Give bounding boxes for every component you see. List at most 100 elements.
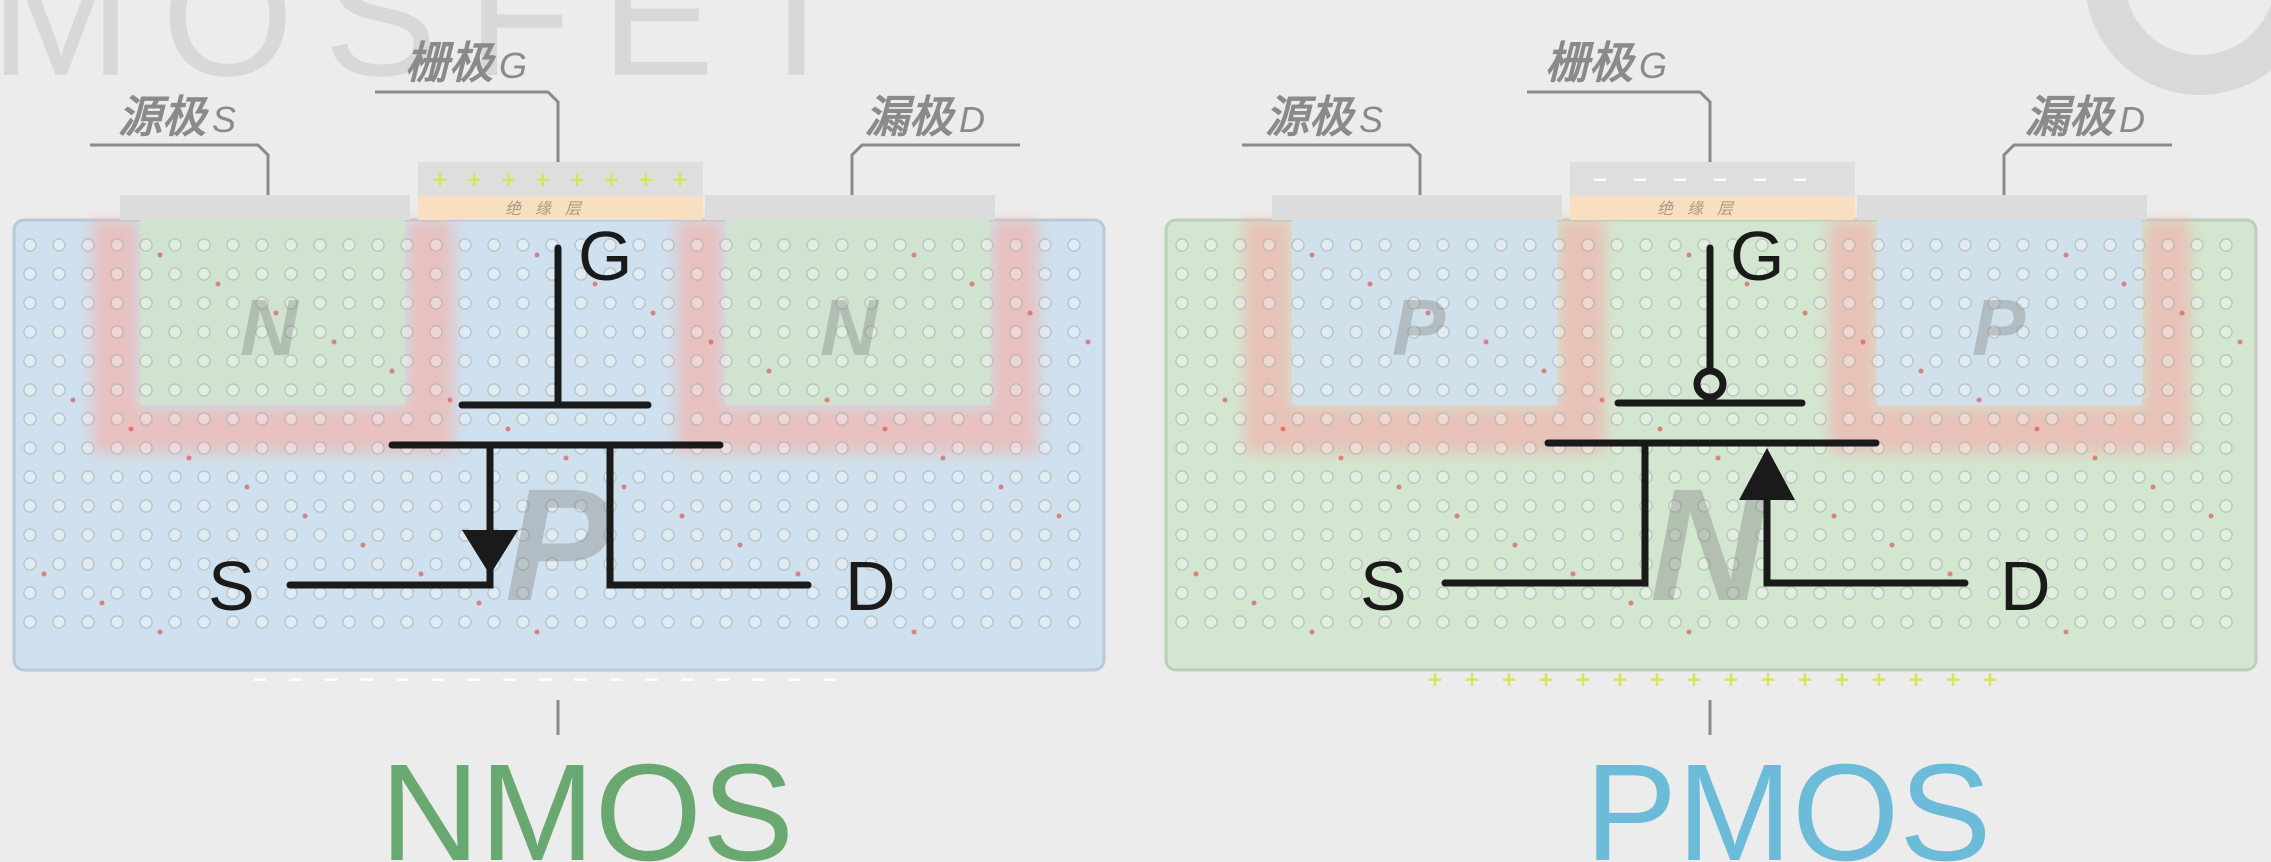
carrier-dot <box>1349 383 1363 397</box>
carrier-dot <box>1610 267 1624 281</box>
carrier-dot <box>429 267 443 281</box>
carrier-dot <box>2074 528 2088 542</box>
carrier-dot <box>1407 470 1421 484</box>
carrier-dot <box>1668 383 1682 397</box>
charge-sign: + <box>1686 667 1703 691</box>
carrier-dot <box>1842 499 1856 513</box>
carrier-dot <box>835 499 849 513</box>
carrier-dot <box>516 354 530 368</box>
carrier-dot <box>1871 470 1885 484</box>
carrier-dot <box>1407 441 1421 455</box>
carrier-dot <box>1697 528 1711 542</box>
carrier-dot <box>574 615 588 629</box>
carrier-dot <box>1378 441 1392 455</box>
pmos-source-leader <box>1242 143 1422 195</box>
carrier-dot <box>110 499 124 513</box>
charge-sign: − <box>252 667 269 691</box>
carrier-dot-red <box>476 600 482 606</box>
carrier-dot <box>2219 267 2233 281</box>
carrier-dot <box>429 325 443 339</box>
carrier-dot <box>1726 238 1740 252</box>
nmos-arrow-icon <box>462 530 518 575</box>
carrier-dot <box>458 557 472 571</box>
nmos-region-left-label: N <box>240 283 300 372</box>
carrier-dot <box>1378 586 1392 600</box>
carrier-dot <box>545 499 559 513</box>
carrier-dot <box>197 267 211 281</box>
carrier-dot <box>574 412 588 426</box>
carrier-dot <box>1465 412 1479 426</box>
watermark-circle <box>2086 0 2271 95</box>
charge-sign: − <box>358 667 375 691</box>
charge-sign: + <box>1982 667 1999 691</box>
pmos-arrow-icon <box>1739 448 1795 500</box>
carrier-dot-red <box>1193 571 1199 577</box>
carrier-dot <box>313 325 327 339</box>
carrier-dot <box>458 499 472 513</box>
carrier-dot <box>110 238 124 252</box>
carrier-dot <box>197 325 211 339</box>
carrier-dot <box>1929 557 1943 571</box>
pmos-p-well-left <box>1292 220 1557 405</box>
charge-sign: + <box>1427 667 1444 691</box>
carrier-dot <box>81 528 95 542</box>
carrier-dot-red <box>1056 513 1062 519</box>
carrier-dot <box>1204 441 1218 455</box>
carrier-dot <box>922 470 936 484</box>
carrier-dot <box>226 296 240 310</box>
carrier-dot <box>1929 354 1943 368</box>
carrier-dot <box>1320 238 1334 252</box>
carrier-dot-red <box>2063 252 2069 258</box>
carrier-dot <box>1009 470 1023 484</box>
carrier-dot <box>1436 528 1450 542</box>
carrier-dot <box>2103 470 2117 484</box>
carrier-dot <box>139 615 153 629</box>
carrier-dot <box>1494 412 1508 426</box>
carrier-dot <box>980 470 994 484</box>
carrier-dot <box>661 325 675 339</box>
carrier-dot <box>1581 325 1595 339</box>
carrier-dot <box>2161 383 2175 397</box>
carrier-dot <box>1958 615 1972 629</box>
carrier-dot <box>52 238 66 252</box>
charge-sign: + <box>1797 667 1814 691</box>
carrier-dot <box>1436 296 1450 310</box>
carrier-dot <box>1262 296 1276 310</box>
carrier-dot <box>1320 354 1334 368</box>
carrier-dot <box>1349 296 1363 310</box>
carrier-dot-red <box>534 629 540 635</box>
carrier-dot <box>1581 412 1595 426</box>
carrier-dot <box>545 557 559 571</box>
carrier-dot <box>1067 441 1081 455</box>
carrier-dot <box>835 586 849 600</box>
carrier-dot <box>1465 267 1479 281</box>
carrier-dot <box>1610 296 1624 310</box>
carrier-dot <box>1291 296 1305 310</box>
carrier-dot <box>1668 325 1682 339</box>
carrier-dot <box>458 470 472 484</box>
carrier-dot-red <box>215 281 221 287</box>
carrier-dot <box>23 354 37 368</box>
carrier-dot <box>1842 238 1856 252</box>
nmos-region-right-label: N <box>820 283 880 372</box>
carrier-dot <box>52 470 66 484</box>
carrier-dot <box>748 325 762 339</box>
carrier-dot <box>139 586 153 600</box>
carrier-dot <box>458 615 472 629</box>
carrier-dot <box>719 528 733 542</box>
carrier-dot <box>1958 586 1972 600</box>
carrier-dot <box>1900 528 1914 542</box>
carrier-dot <box>487 325 501 339</box>
carrier-dot <box>400 586 414 600</box>
carrier-dot <box>1262 557 1276 571</box>
carrier-dot <box>632 499 646 513</box>
carrier-dot <box>835 267 849 281</box>
carrier-dot <box>574 499 588 513</box>
pmos-insulator-label: 绝缘层 <box>1657 199 1747 218</box>
carrier-dot <box>1726 499 1740 513</box>
charge-sign: − <box>1752 167 1769 191</box>
carrier-dot <box>1929 412 1943 426</box>
carrier-dot <box>226 267 240 281</box>
carrier-dot <box>1726 412 1740 426</box>
carrier-dot <box>1639 383 1653 397</box>
